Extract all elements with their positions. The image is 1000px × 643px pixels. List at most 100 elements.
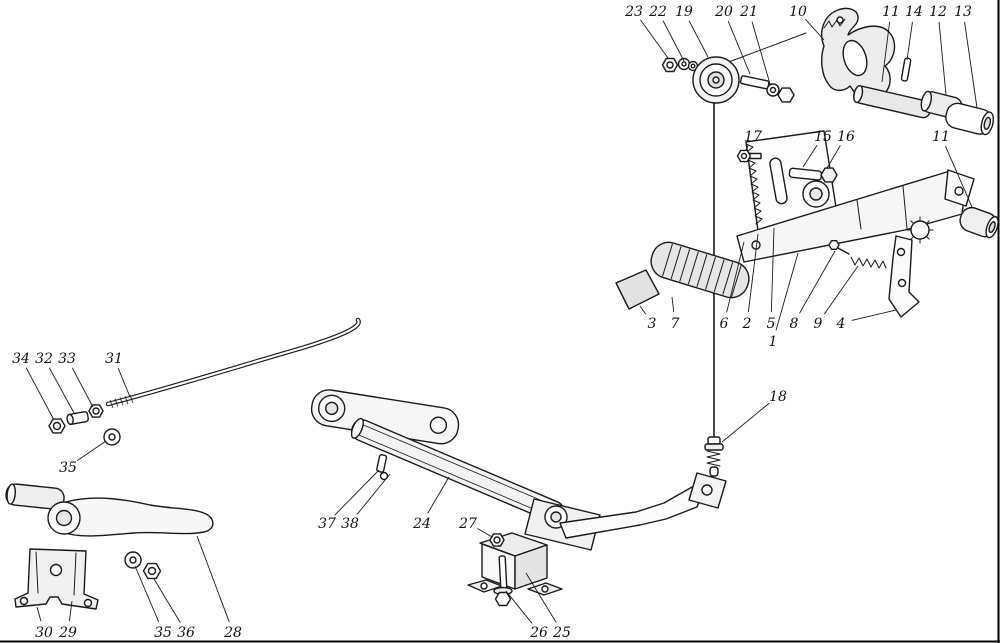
callout-label-11: 11	[932, 129, 950, 145]
leader-line-9	[823, 265, 859, 315]
callout-label-37: 37	[318, 516, 336, 532]
callout-label-16: 16	[837, 129, 855, 145]
callout-label-4: 4	[836, 316, 846, 332]
callout-label-26: 26	[529, 625, 548, 641]
callout-label-23: 23	[624, 4, 643, 20]
callout-label-3: 3	[648, 316, 657, 332]
leader-line-12	[938, 21, 947, 96]
leader-line-33	[71, 367, 94, 408]
grip-7	[650, 241, 750, 299]
callout-label-19: 19	[675, 4, 693, 20]
bolt-8	[828, 239, 840, 251]
leader-line-31	[117, 368, 131, 398]
handle-frame-drawing	[820, 7, 896, 101]
callout-label-21: 21	[739, 4, 758, 20]
leader-line-32	[48, 367, 75, 414]
callout-label-22: 22	[648, 4, 667, 20]
callout-label-25: 25	[552, 625, 571, 641]
leader-line-10	[805, 18, 825, 41]
leader-line-8	[799, 250, 836, 314]
leader-line-38	[356, 473, 391, 515]
callout-label-6: 6	[720, 316, 729, 332]
callout-label-1: 1	[769, 334, 778, 350]
callout-label-9: 9	[814, 316, 823, 332]
callout-label-36: 36	[177, 625, 195, 641]
bolt-26	[498, 555, 508, 591]
lever-tube	[5, 483, 65, 510]
callout-label-8: 8	[790, 316, 799, 332]
leader-line-23	[640, 19, 669, 59]
leader-line-20	[727, 20, 751, 75]
leader-line-28	[196, 535, 230, 622]
pin-14	[900, 57, 912, 82]
callout-label-38: 38	[341, 516, 359, 532]
mount-bracket-drawing	[467, 532, 563, 607]
left-lever-drawing	[5, 483, 214, 610]
leader-line-29	[68, 600, 73, 622]
callout-label-35: 35	[154, 625, 172, 641]
rod-and-bushings-drawing	[853, 57, 995, 136]
leader-line-6	[726, 241, 745, 313]
cross-shaft-drawing	[310, 389, 727, 551]
leader-line-35	[76, 440, 107, 462]
leader-line-26	[505, 590, 533, 624]
leader-line-14	[906, 21, 913, 61]
leader-line-11	[881, 21, 891, 83]
leader-line-19	[688, 20, 709, 58]
callout-label-5: 5	[767, 316, 776, 332]
callout-label-18: 18	[769, 389, 787, 405]
leader-line-37	[334, 469, 380, 516]
leader-line-24	[427, 476, 450, 514]
ratchet-sector-drawing	[736, 130, 839, 232]
bolt-32	[66, 411, 89, 426]
leader-line-1	[775, 252, 799, 331]
spring-9	[850, 256, 887, 269]
callout-label-32: 32	[35, 351, 53, 367]
callout-label-20: 20	[714, 4, 733, 20]
leader-line-11	[944, 145, 973, 208]
leader-line-27	[477, 528, 493, 538]
callout-label-7: 7	[671, 316, 680, 332]
bracket-4	[888, 235, 920, 318]
callout-label-33: 33	[58, 351, 76, 367]
cross-tube	[350, 417, 565, 523]
brake-lever-drawing	[736, 169, 999, 318]
leader-line-35	[134, 565, 160, 623]
leader-line-34	[25, 367, 55, 421]
bolt-16	[820, 167, 838, 183]
leader-line-7	[671, 296, 675, 313]
leader-line-21	[751, 21, 771, 85]
callout-label-2: 2	[742, 316, 752, 332]
callout-label-24: 24	[412, 516, 431, 532]
callout-label-28: 28	[223, 625, 242, 641]
callout-label-27: 27	[458, 516, 477, 532]
leader-line-5	[770, 227, 775, 313]
callout-label-12: 12	[929, 4, 947, 20]
callout-label-30: 30	[35, 625, 53, 641]
callout-label-10: 10	[789, 4, 807, 20]
leader-line-36	[153, 578, 181, 623]
callout-label-34: 34	[12, 351, 30, 367]
callout-label-13: 13	[954, 4, 972, 20]
leader-line-2	[747, 233, 759, 313]
leader-line-15	[802, 144, 818, 168]
bolt-head-21	[777, 87, 795, 103]
tab-washer	[379, 471, 389, 481]
callout-label-29: 29	[58, 625, 77, 641]
callout-label-35: 35	[59, 460, 77, 476]
leader-line-4	[851, 309, 897, 321]
leader-line-18	[721, 402, 770, 443]
leader-line-16	[826, 145, 841, 169]
callout-label-17: 17	[744, 129, 762, 145]
pulley-drawing	[661, 56, 795, 104]
leader-line-30	[36, 606, 42, 622]
bushing-13	[945, 102, 995, 136]
leader-line-25	[525, 572, 557, 623]
callout-label-14: 14	[905, 4, 923, 20]
bushing-11-lower	[959, 206, 999, 239]
leader-line-3	[639, 305, 647, 315]
leader-line-17	[745, 145, 749, 151]
left-mount-plate	[310, 389, 460, 445]
